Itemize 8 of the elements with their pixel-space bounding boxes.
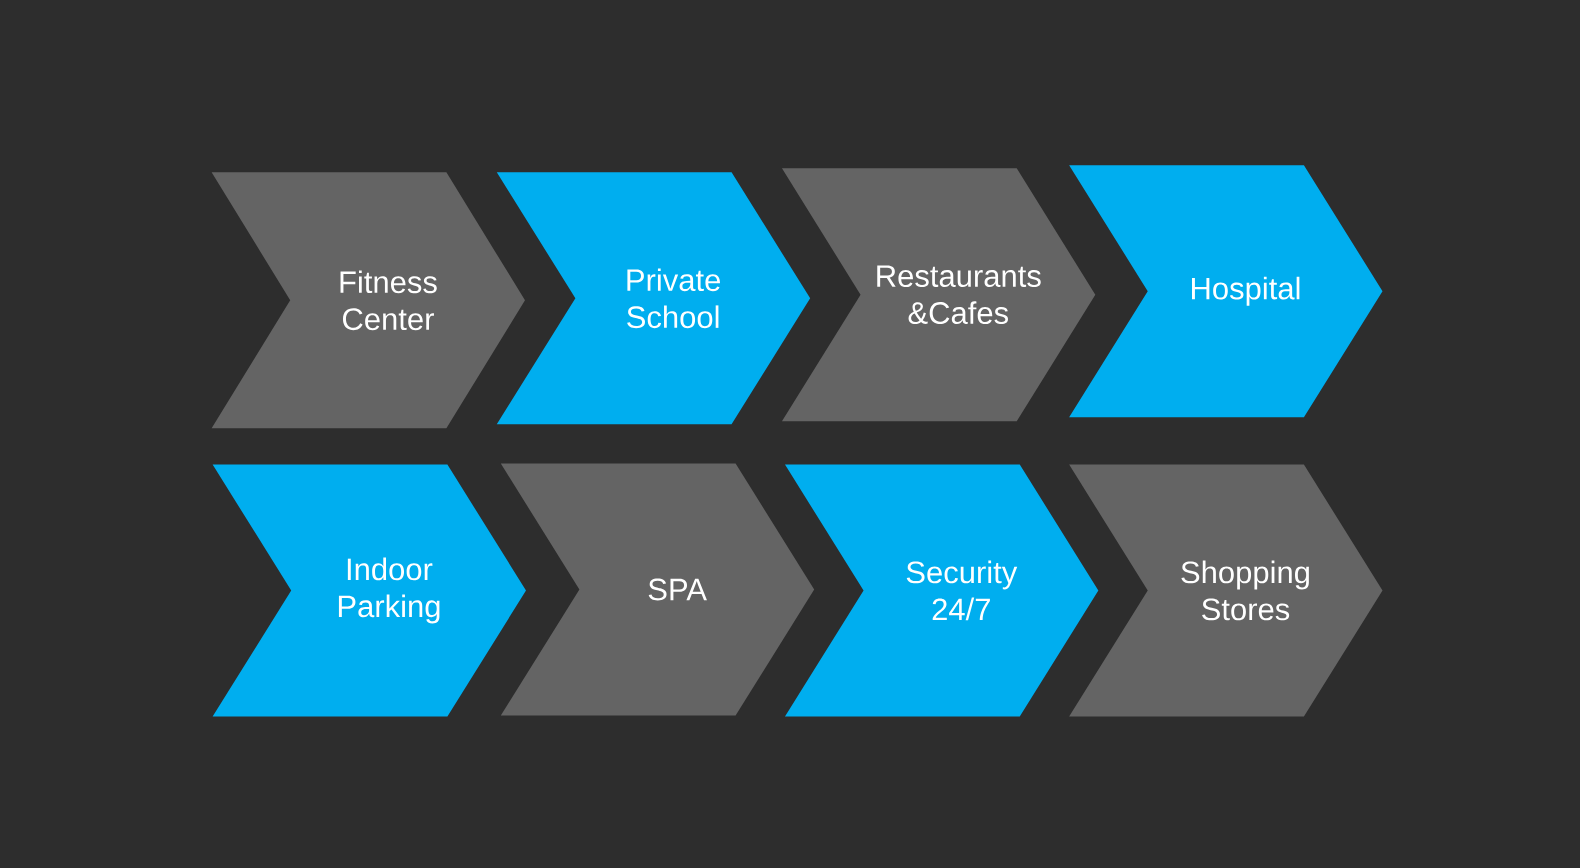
process-step: Restaurants &Cafes: [781, 168, 1096, 422]
process-step: Private School: [496, 172, 811, 425]
process-step: Shopping Stores: [1069, 464, 1383, 717]
process-step: Indoor Parking: [212, 464, 526, 717]
process-step: SPA: [500, 463, 815, 716]
process-step: Hospital: [1069, 165, 1383, 418]
process-step: Security 24/7: [784, 464, 1099, 717]
process-step: Fitness Center: [211, 172, 525, 429]
